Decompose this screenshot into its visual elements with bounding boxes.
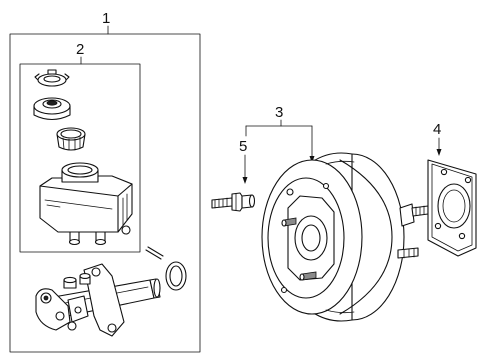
master-cylinder	[35, 263, 161, 337]
stud-bolt	[211, 192, 256, 212]
callout-label-2: 2	[76, 41, 84, 58]
assembly-frame-2	[19, 63, 141, 253]
leader-arrow-4	[436, 149, 442, 156]
leader-arrow-5	[242, 177, 248, 184]
reservoir-strainer	[56, 127, 86, 151]
booster-rear-studs	[397, 203, 429, 259]
booster-face-hole-upper	[286, 188, 294, 196]
callout-label-3: 3	[275, 104, 283, 121]
reservoir-cap	[33, 97, 71, 121]
booster-face-stud-top	[281, 217, 297, 227]
callout-label-4: 4	[433, 121, 441, 138]
brake-fluid-reservoir	[39, 162, 133, 246]
booster-face-hole-right	[322, 182, 330, 190]
booster-face-hole-lower	[280, 286, 288, 294]
callout-label-1: 1	[102, 10, 110, 27]
retaining-clip	[34, 69, 70, 87]
o-ring	[165, 261, 187, 291]
seal-pin	[145, 246, 164, 260]
assembly-frame-1	[9, 33, 201, 353]
callout-label-5: 5	[239, 138, 247, 155]
booster-gasket	[427, 159, 477, 257]
reservoir-cap-parts	[33, 69, 133, 246]
booster-face-stud-bottom	[299, 271, 317, 281]
brake-booster	[261, 152, 405, 322]
leader-lines	[80, 25, 442, 184]
